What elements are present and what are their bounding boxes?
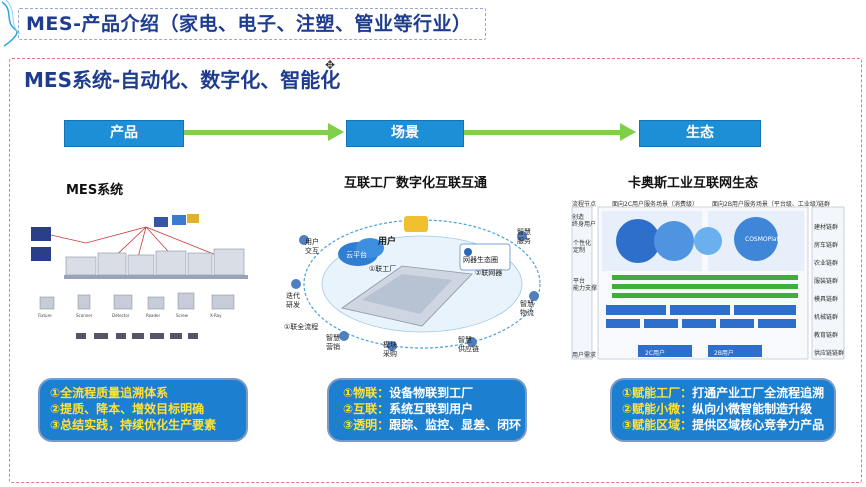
flow-arrow-head-1-icon	[328, 123, 344, 141]
summary-box-ecosystem: ①赋能工厂：打通产业工厂全流程追溯 ②赋能小微：纵向小微智能制造升级 ③赋能区域…	[610, 378, 836, 442]
summary-value: 打通产业工厂全流程追溯	[692, 386, 825, 400]
production-line-illustration: Fixture Scanner Detector Reader Screw X-Ray	[26, 205, 256, 355]
summary-value: 纵向小微智能制造升级	[692, 402, 813, 416]
eco-right-list: 建材链群 房车链群 农业链群 服装链群 模具链群 机械链群 教育链群 供应链链群	[814, 222, 846, 366]
eco-label-2b: 面向2B用户服务场景（平台级、工业级）	[712, 201, 822, 208]
label-smart-supply: 智慧供应链	[458, 336, 479, 353]
summary-line: ①全流程质量追溯体系	[50, 386, 169, 400]
svg-text:Reader: Reader	[146, 313, 161, 318]
column-header-ecosystem: 生态	[639, 120, 761, 147]
eco-label-2b-users: 2B用户	[714, 350, 734, 357]
label-connected-factory: ①联工厂	[369, 265, 397, 273]
eco-label-cosmoplat: COSMOPlat	[745, 236, 779, 243]
label-smart-marketing: 智慧营销	[326, 334, 340, 351]
summary-line: ②提质、降本、增效目标明确	[50, 402, 205, 416]
svg-text:Detector: Detector	[112, 313, 130, 318]
summary-value: 设备物联到工厂	[389, 386, 474, 400]
summary-key: ①物联：	[343, 386, 390, 400]
summary-line: ③赋能区域：提供区域核心竞争力产品	[622, 417, 824, 433]
eco-label-create-demand: 创造终身用户	[572, 214, 597, 228]
subtitle-connected-factory: 互联工厂数字化互联互通	[344, 176, 488, 191]
summary-line: ①物联：设备物联到工厂	[343, 385, 515, 401]
label-smart-logistics: 智慧物流	[520, 300, 534, 317]
eco-list-item: 房车链群	[814, 242, 839, 249]
summary-value: 跟踪、监控、显差、闭环	[389, 418, 522, 432]
eco-label-personal-custom: 个性化定制	[573, 240, 592, 254]
label-modular-purchase: 模块采购	[383, 341, 397, 358]
eco-list-item: 教育链群	[814, 332, 839, 339]
eco-label-platform-support: 平台能力支撑	[573, 278, 598, 292]
summary-box-scene: ①物联：设备物联到工厂 ②互联：系统互联到用户 ③透明：跟踪、监控、显差、闭环	[327, 378, 527, 442]
move-cursor-icon: ✥	[325, 58, 336, 72]
label-net-ecology: 网器生态圈	[463, 256, 498, 264]
label-user: 用户	[378, 237, 397, 247]
eco-label-industry-group: 链群	[818, 201, 831, 208]
page-title: MES-产品介绍（家电、电子、注塑、管业等行业）	[26, 13, 472, 35]
eco-label-2c-users: 2C用户	[645, 350, 666, 357]
summary-key: ②互联：	[343, 402, 390, 416]
summary-line: ③总结实践，持续优化生产要素	[50, 418, 217, 432]
summary-line: ②互联：系统互联到用户	[343, 401, 515, 417]
eco-list-item: 服装链群	[814, 278, 839, 285]
label-smart-service: 智慧服务	[517, 228, 531, 245]
label-cloud-platform: 云平台	[346, 251, 367, 259]
column-header-scene: 场景	[346, 120, 464, 147]
summary-key: ①赋能工厂：	[622, 386, 693, 400]
summary-key: ②赋能小微：	[622, 402, 693, 416]
main-panel	[9, 58, 862, 483]
flow-arrow-head-2-icon	[620, 123, 636, 141]
summary-line: ①赋能工厂：打通产业工厂全流程追溯	[622, 385, 824, 401]
summary-key: ③透明：	[343, 418, 390, 432]
flow-arrow-line-2	[464, 130, 622, 135]
eco-label-flow-node: 流程节点	[572, 201, 597, 208]
eco-label-2c: 面向2C用户服务场景（消费级）	[612, 201, 699, 208]
eco-list-item: 供应链链群	[814, 350, 845, 357]
flow-arrow-line-1	[184, 130, 330, 135]
summary-line: ②赋能小微：纵向小微智能制造升级	[622, 401, 824, 417]
label-full-process: ①联全流程	[284, 323, 319, 331]
svg-text:X-Ray: X-Ray	[210, 313, 222, 318]
decorative-swirl-icon	[1, 0, 21, 47]
label-connected-machine: ②联网器	[475, 269, 503, 277]
eco-list-item: 建材链群	[814, 224, 839, 231]
top-title-frame	[18, 8, 486, 40]
eco-label-user-demand: 用户需求	[572, 352, 597, 359]
label-iterative-rd: 迭代研发	[286, 292, 300, 309]
summary-value: 提供区域核心竞争力产品	[692, 418, 825, 432]
subtitle-mes-system: MES系统	[66, 183, 124, 198]
section-title: MES系统-自动化、数字化、智能化	[24, 68, 341, 92]
summary-value: 系统互联到用户	[389, 402, 474, 416]
eco-list-item: 机械链群	[814, 314, 839, 321]
svg-text:Screw: Screw	[176, 313, 189, 318]
cosmoplat-ecosystem-chart	[568, 195, 848, 365]
summary-box-product: ①全流程质量追溯体系 ②提质、降本、增效目标明确 ③总结实践，持续优化生产要素	[38, 378, 248, 442]
connected-factory-diagram	[291, 216, 541, 351]
column-header-product: 产品	[64, 120, 184, 147]
summary-key: ③赋能区域：	[622, 418, 693, 432]
label-user-interaction: 用户交互	[305, 238, 319, 255]
summary-line: ③透明：跟踪、监控、显差、闭环	[343, 417, 521, 433]
subtitle-cosmoplat-ecosystem: 卡奥斯工业互联网生态	[628, 176, 759, 191]
eco-list-item: 模具链群	[814, 296, 839, 303]
svg-text:Fixture: Fixture	[38, 313, 52, 318]
eco-list-item: 农业链群	[814, 260, 839, 267]
svg-text:Scanner: Scanner	[76, 313, 93, 318]
